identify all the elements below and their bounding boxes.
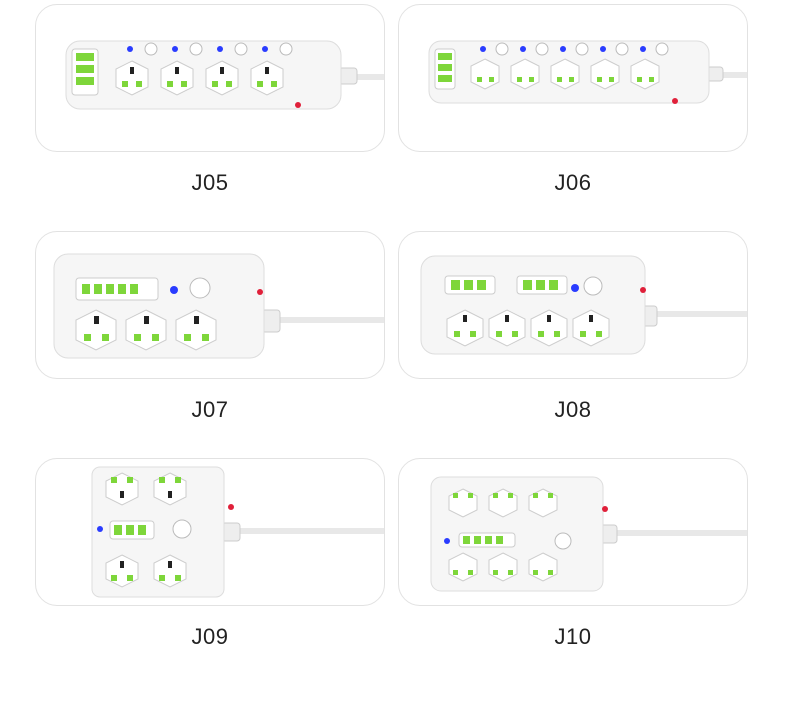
model-label-j05: J05 [191, 170, 229, 195]
product-card-j10[interactable] [398, 458, 748, 606]
power-strip-image-j05 [65, 40, 384, 110]
product-card-j06[interactable] [398, 4, 748, 152]
power-strip-image-j10 [430, 476, 747, 592]
product-card-j05[interactable] [35, 4, 385, 152]
model-label-j10: J10 [554, 624, 592, 649]
model-label-j06: J06 [554, 170, 592, 195]
model-label-j08: J08 [554, 397, 592, 422]
power-strip-image-j09 [91, 466, 384, 598]
power-strip-image-j06 [428, 40, 747, 104]
product-card-j08[interactable] [398, 231, 748, 379]
model-label-j07: J07 [191, 397, 229, 422]
product-card-j07[interactable] [35, 231, 385, 379]
product-card-j09[interactable] [35, 458, 385, 606]
model-label-j09: J09 [191, 624, 229, 649]
power-strip-image-j08 [420, 255, 747, 355]
power-strip-image-j07 [53, 253, 384, 359]
